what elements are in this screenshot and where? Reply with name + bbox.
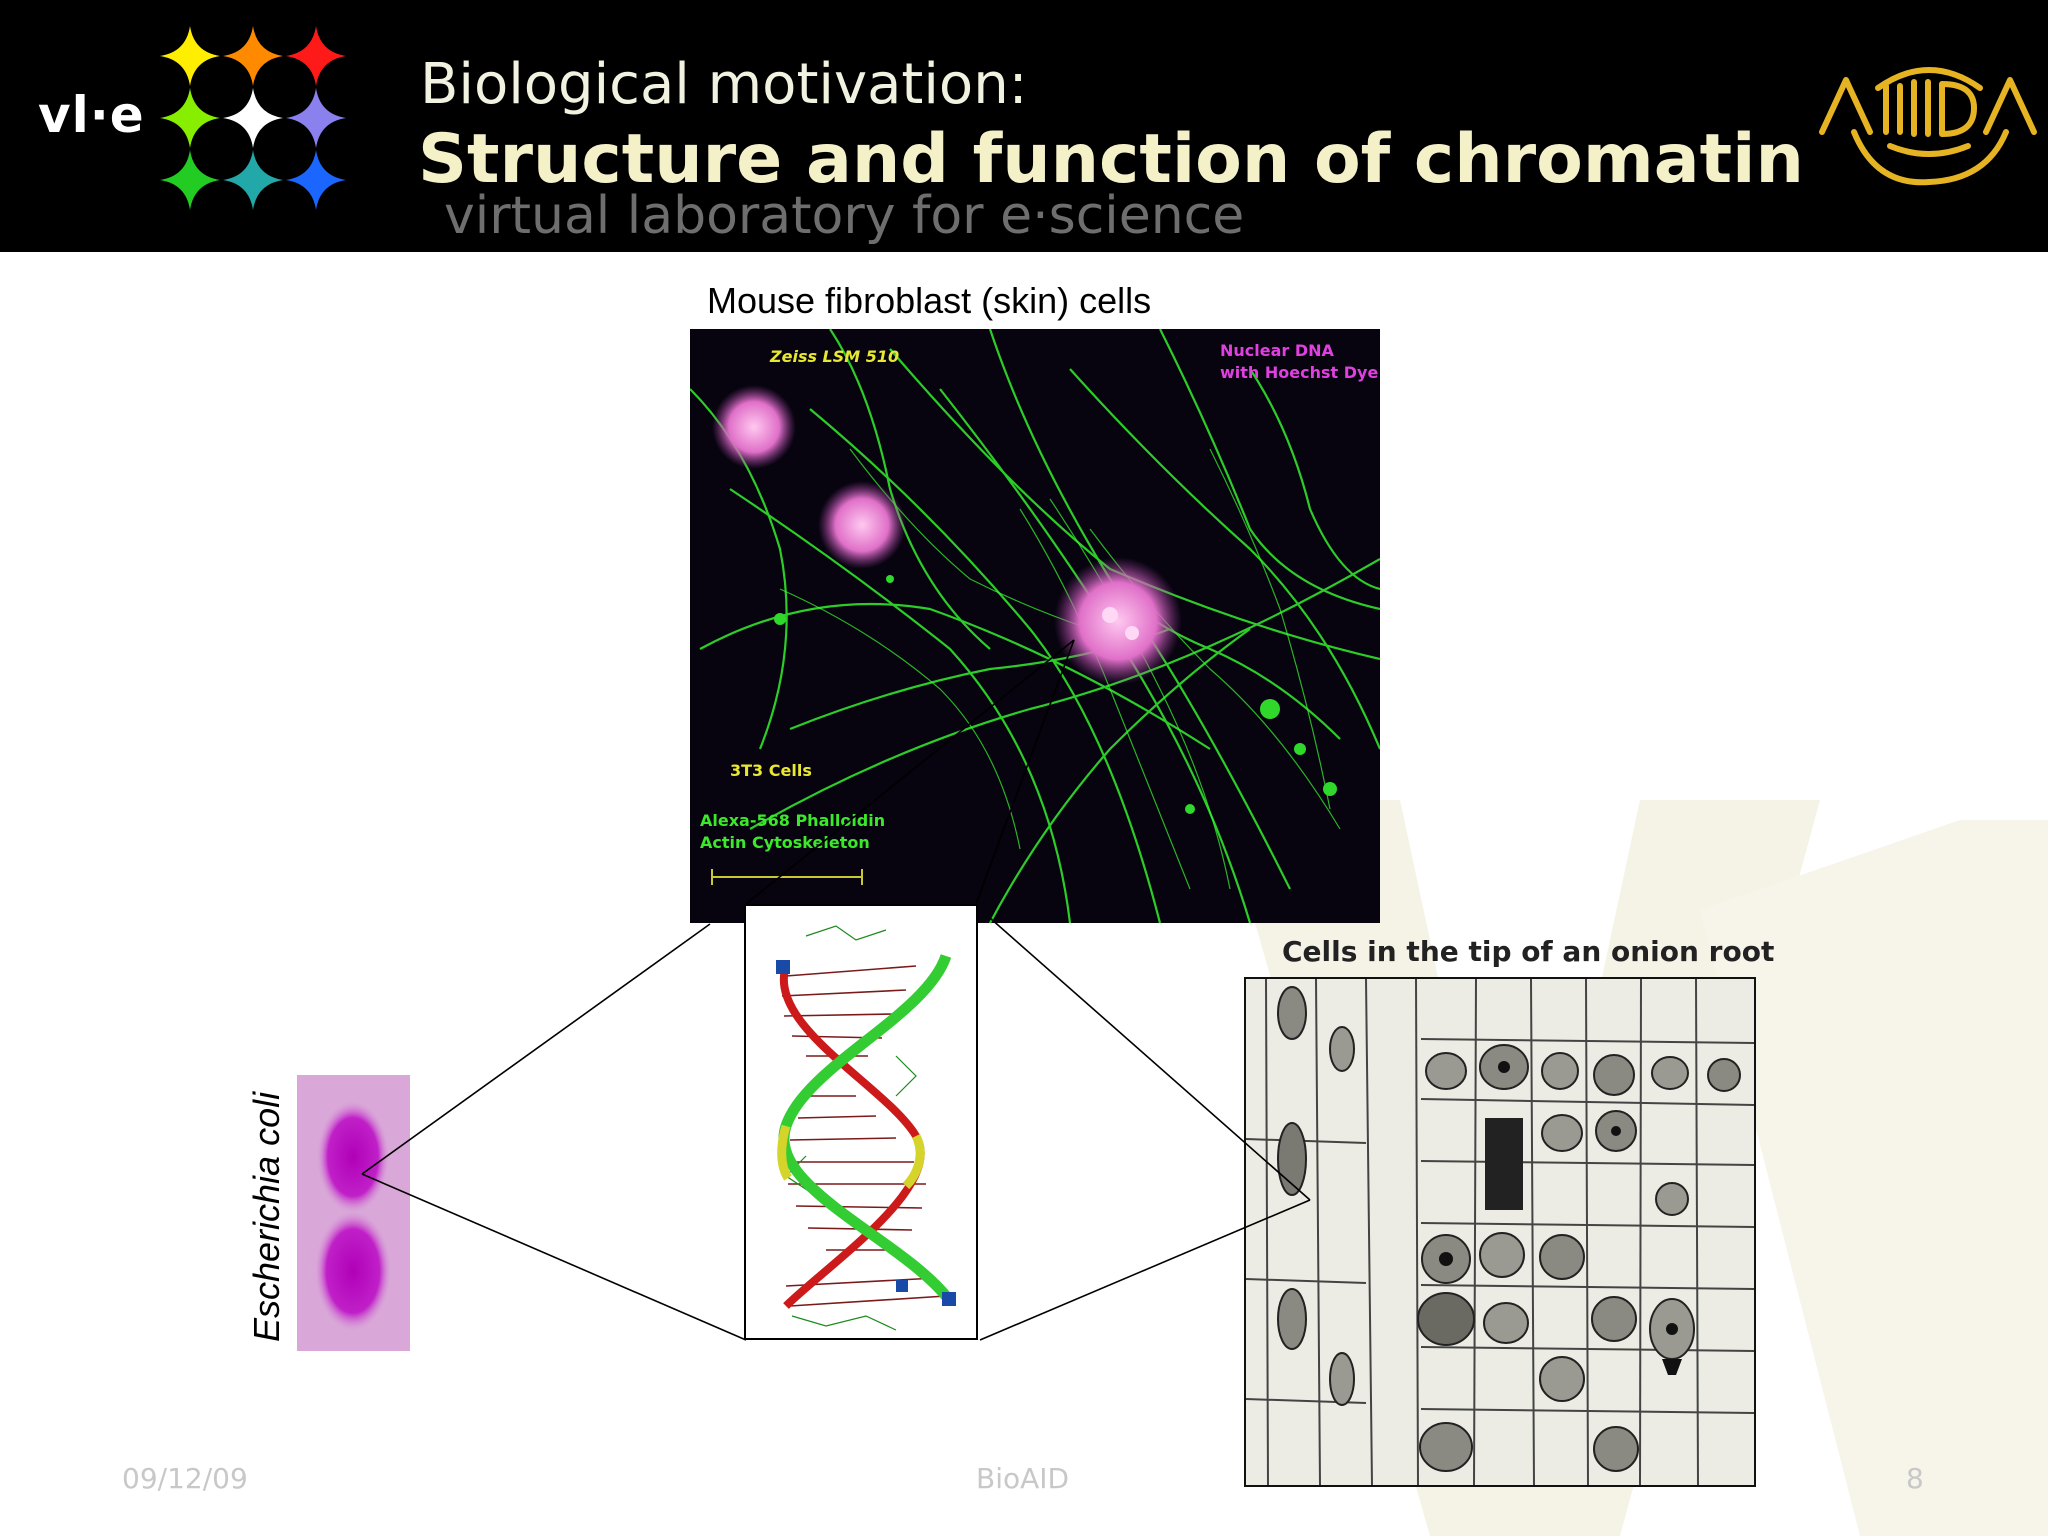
onion-root-caption: Cells in the tip of an onion root xyxy=(1282,935,1775,968)
onion-root-micrograph xyxy=(1244,977,1756,1487)
onion-cells-image xyxy=(1246,979,1754,1485)
vle-star-logo-icon xyxy=(160,26,346,210)
footer-date: 09/12/09 xyxy=(122,1462,248,1495)
header-bar: vl·e Biological motivation: Structure an… xyxy=(0,0,2048,252)
actin-label-1: Alexa-568 Phalloidin xyxy=(700,811,886,830)
actin-label-2: Actin Cytoskeleton xyxy=(700,833,870,852)
vle-logo-text: vl·e xyxy=(38,86,145,144)
nuclear-dna-label-1: Nuclear DNA xyxy=(1220,341,1334,360)
nuclear-dna-label-2: with Hoechst Dye xyxy=(1220,363,1379,382)
footer-title: BioAID xyxy=(976,1462,1070,1495)
title-line-2: Structure and function of chromatin xyxy=(418,120,1804,199)
microscope-label: Zeiss LSM 510 xyxy=(770,347,900,366)
dna-helix-icon xyxy=(776,925,956,1331)
vle-subtitle: virtual laboratory for e·science xyxy=(444,186,1245,246)
footer-page-number: 8 xyxy=(1906,1462,1924,1495)
ecoli-micrograph xyxy=(297,1075,410,1351)
bioaid-logo-icon xyxy=(1819,67,2037,186)
dna-double-helix-figure xyxy=(744,904,978,1340)
title-line-1: Biological motivation: xyxy=(420,52,1028,117)
mouse-fibroblast-micrograph: Zeiss LSM 510 Nuclear DNA with Hoechst D… xyxy=(690,329,1380,923)
mouse-fibroblast-caption: Mouse fibroblast (skin) cells xyxy=(707,280,1152,321)
ecoli-label: Escherichia coli xyxy=(246,1091,287,1342)
cells-label: 3T3 Cells xyxy=(730,761,812,780)
